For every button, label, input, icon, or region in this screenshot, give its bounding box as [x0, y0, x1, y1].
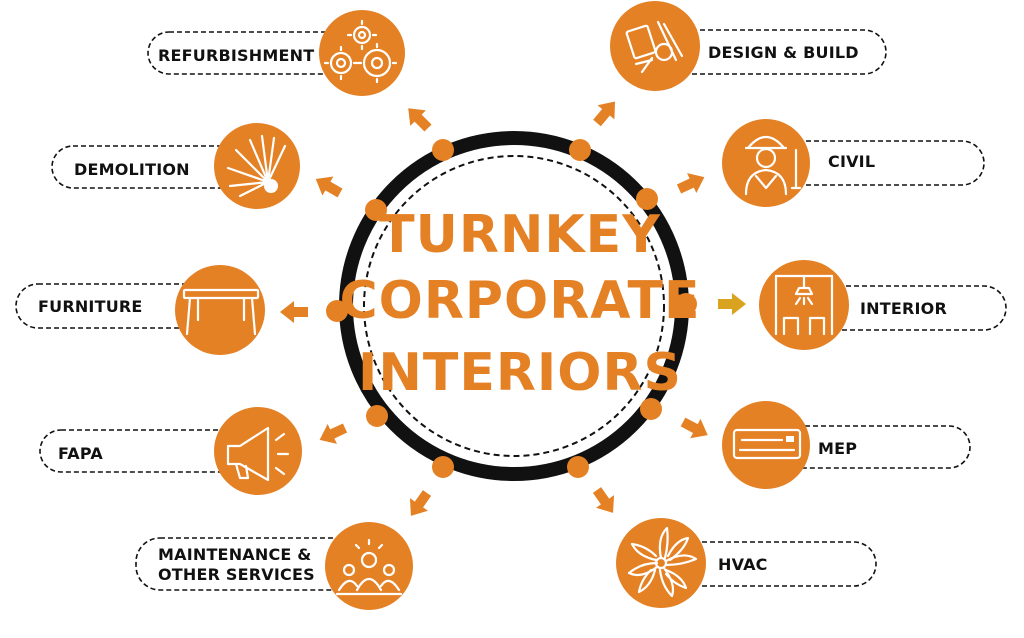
- fan-icon: [627, 526, 698, 598]
- ring-dot: [569, 139, 591, 161]
- service-maintenance: MAINTENANCE & OTHER SERVICES: [135, 522, 413, 610]
- service-mep: MEP: [722, 401, 971, 489]
- service-label: CIVIL: [828, 152, 875, 171]
- service-badge: [722, 119, 810, 207]
- service-label: INTERIOR: [860, 299, 947, 318]
- service-label: MAINTENANCE &: [158, 545, 311, 564]
- arrow-hvac: [587, 483, 623, 520]
- service-label: REFURBISHMENT: [158, 46, 314, 65]
- service-badge: [214, 123, 300, 209]
- service-design-build: DESIGN & BUILD: [610, 1, 887, 91]
- ring-dot: [567, 456, 589, 478]
- title-line-3: INTERIORS: [358, 343, 682, 403]
- ring-dot: [432, 139, 454, 161]
- explosion-icon: [226, 134, 287, 198]
- arrow-interior: [718, 293, 746, 315]
- service-label: DEMOLITION: [74, 160, 190, 179]
- ring-dot: [675, 293, 697, 315]
- design-tools-icon: [625, 20, 684, 74]
- service-badge: [175, 265, 265, 355]
- gears-icon: [323, 19, 398, 84]
- ring-dots: [326, 139, 697, 478]
- ring-dot: [636, 188, 658, 210]
- arrow-fapa: [314, 418, 350, 450]
- arrow-design-build: [588, 94, 624, 131]
- label-pill: [653, 29, 887, 75]
- ring-dot: [365, 199, 387, 221]
- arrow-demolition: [310, 169, 346, 203]
- title-line-2: CORPORATE: [340, 271, 701, 331]
- center-hub: TURNKEY CORPORATE INTERIORS: [339, 131, 701, 481]
- service-label: FAPA: [58, 444, 103, 463]
- service-badge: [214, 407, 302, 495]
- service-label-line-2: OTHER SERVICES: [158, 565, 315, 584]
- service-label: FURNITURE: [38, 297, 143, 316]
- title-line-1: TURNKEY: [379, 205, 661, 265]
- service-refurbishment: REFURBISHMENT: [147, 10, 405, 96]
- service-furniture: FURNITURE: [15, 265, 265, 355]
- service-interior: INTERIOR: [759, 260, 1007, 350]
- service-badge: [722, 401, 810, 489]
- team-icon: [335, 538, 403, 596]
- arrow-civil: [674, 167, 710, 199]
- ring-dot: [366, 405, 388, 427]
- service-badge: [616, 518, 706, 608]
- service-label: MEP: [818, 439, 857, 458]
- inner-dashed-ring: [363, 155, 665, 457]
- service-hvac: HVAC: [616, 518, 877, 608]
- service-label: DESIGN & BUILD: [708, 43, 859, 62]
- room-lamp-icon: [774, 274, 834, 336]
- service-fapa: FAPA: [39, 407, 302, 495]
- megaphone-icon: [226, 426, 290, 482]
- arrow-furniture: [280, 301, 308, 323]
- table-icon: [182, 288, 260, 336]
- air-conditioner-icon: [732, 428, 802, 460]
- ring-dot: [326, 300, 348, 322]
- worker-icon: [744, 135, 802, 196]
- ring-dot: [640, 398, 662, 420]
- service-demolition: DEMOLITION: [51, 123, 300, 209]
- arrow-mep: [677, 412, 713, 445]
- arrow-refurbishment: [400, 100, 436, 136]
- service-label: HVAC: [718, 555, 768, 574]
- label-pill: [663, 541, 877, 587]
- ring-dot: [432, 456, 454, 478]
- arrow-maintenance: [401, 486, 437, 523]
- service-civil: CIVIL: [722, 119, 985, 207]
